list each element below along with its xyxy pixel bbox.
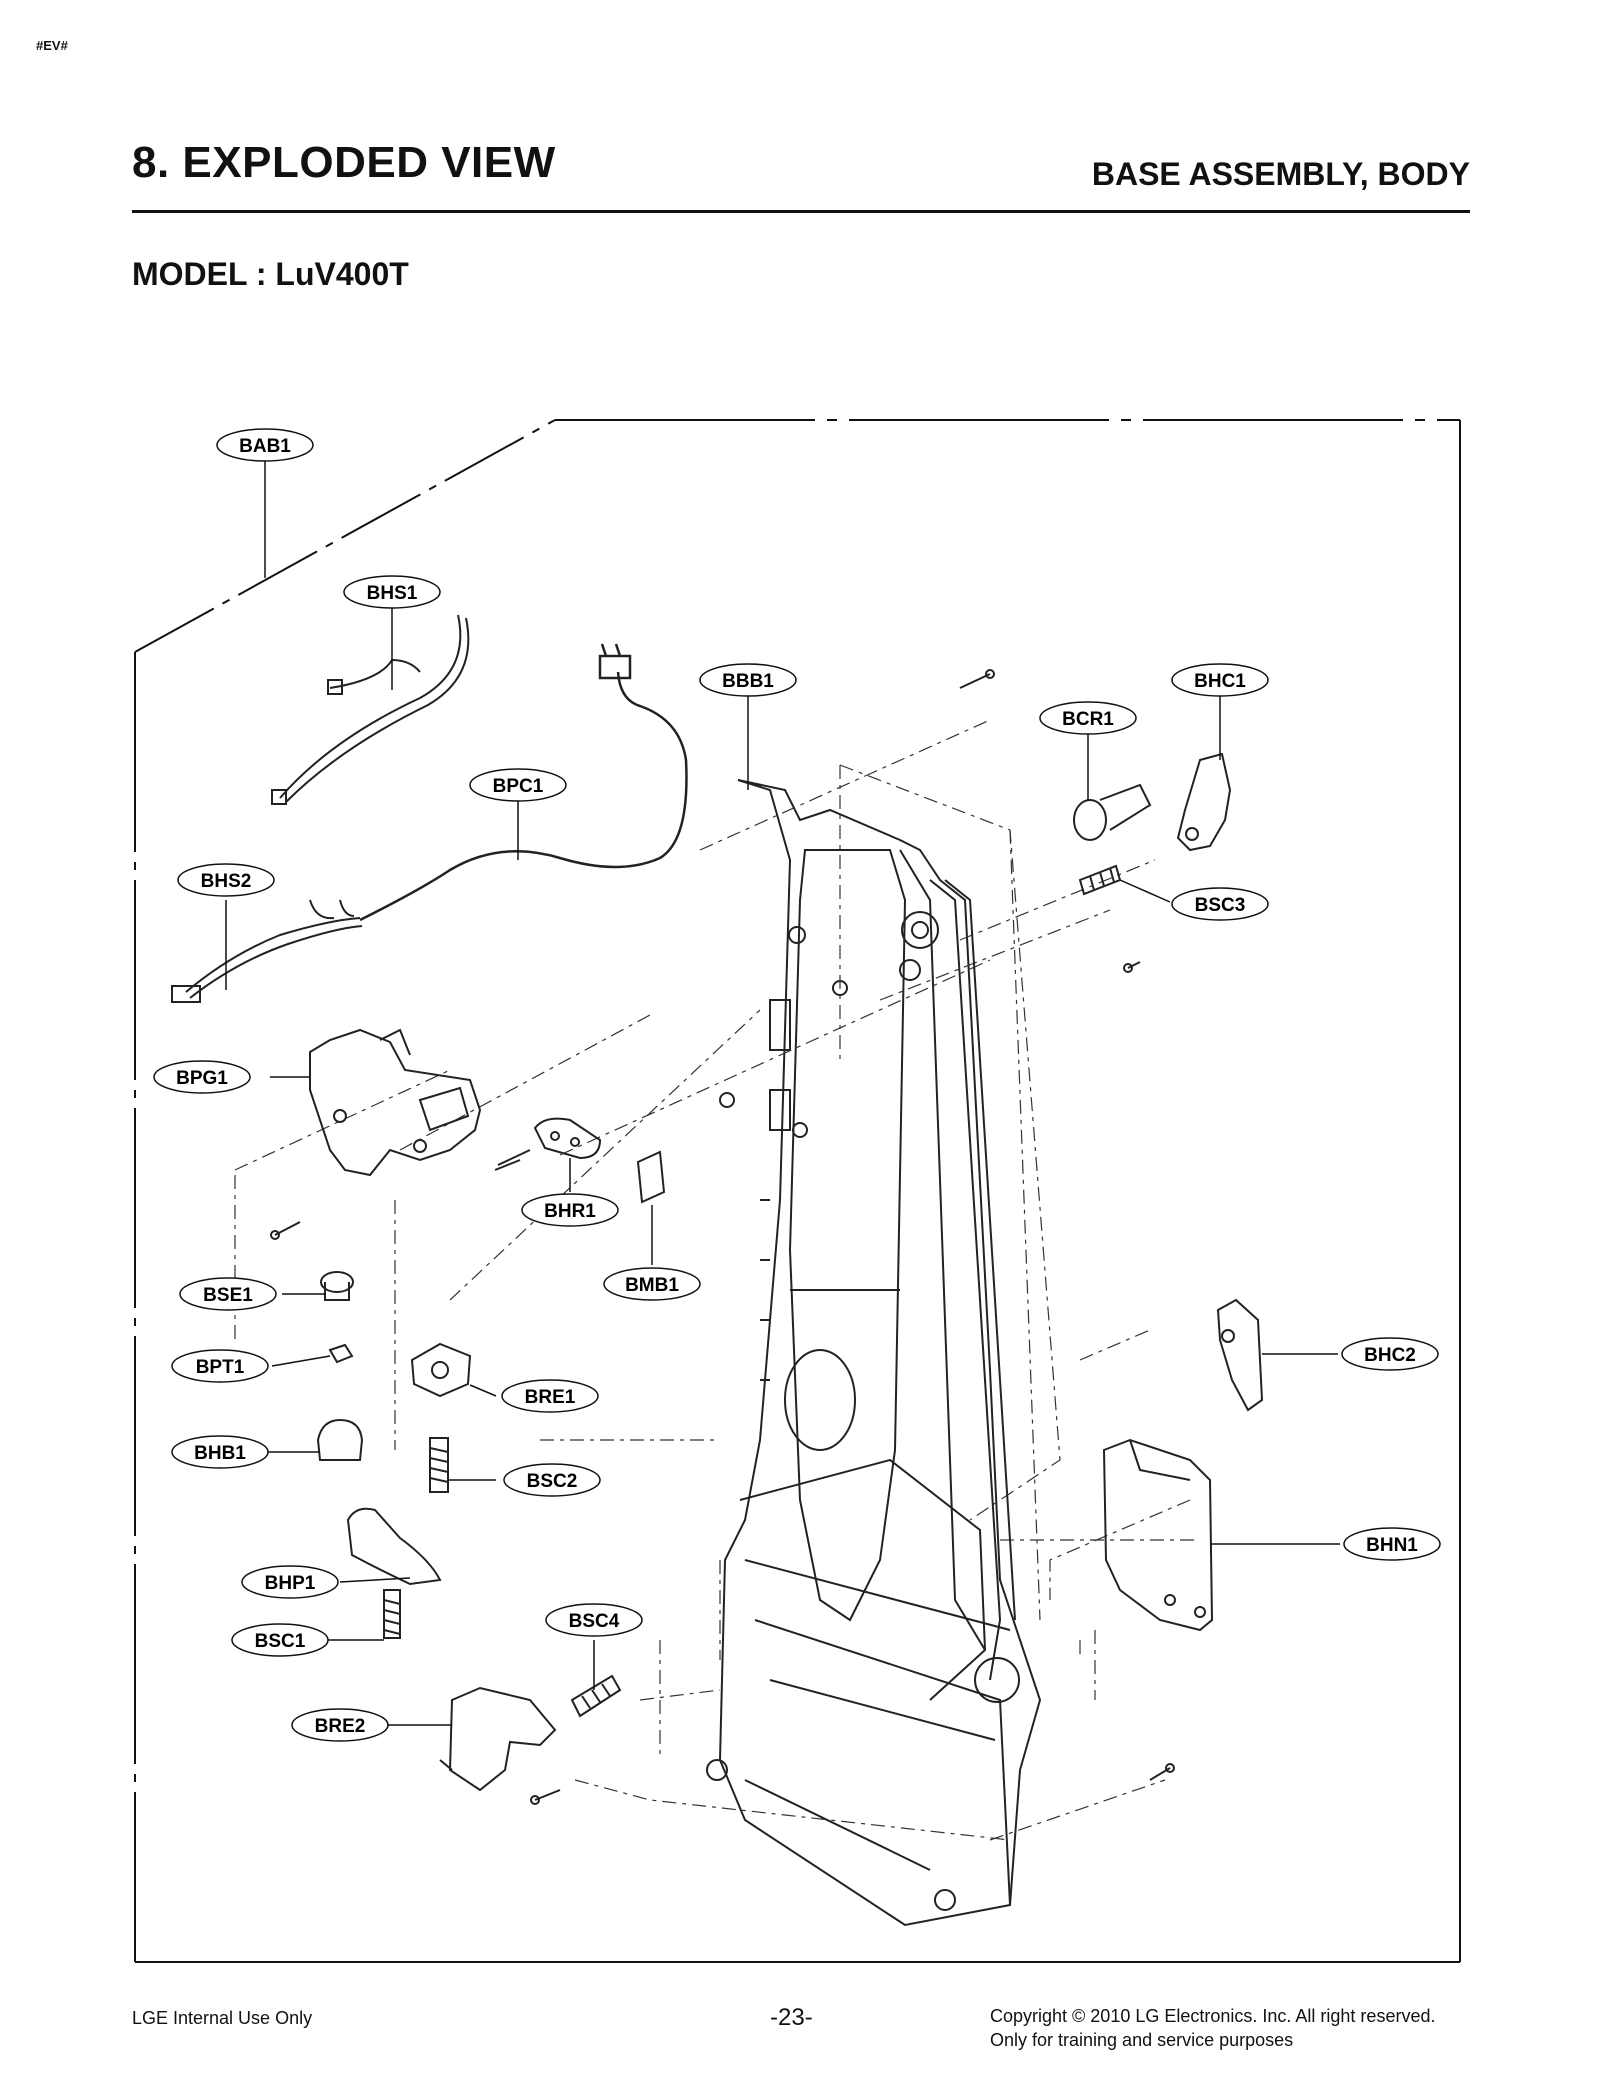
part-bre2 (439, 1686, 557, 1792)
part-bse1 (320, 1271, 354, 1301)
callout-bre2-text: BRE2 (315, 1716, 366, 1737)
callout-bhc1-text: BHC1 (1194, 671, 1246, 692)
part-bhn1 (1102, 1438, 1214, 1632)
callout-bmb1: BMB1 (603, 1267, 701, 1301)
harness-bhs1 (271, 614, 470, 805)
callout-bhc1: BHC1 (1171, 663, 1269, 697)
callout-bhs2: BHS2 (177, 863, 275, 897)
power-cord-bpc1 (359, 643, 688, 922)
callout-bpg1-text: BPG1 (176, 1068, 228, 1089)
part-bmb1 (636, 1150, 666, 1204)
part-bre1 (410, 1342, 472, 1398)
part-bhp1 (346, 1507, 442, 1586)
callout-bhs1: BHS1 (343, 575, 441, 609)
callout-bmb1-text: BMB1 (625, 1275, 679, 1296)
callout-bsc4-text: BSC4 (569, 1611, 620, 1632)
document-tag: #EV# (36, 38, 68, 53)
callout-bhc2: BHC2 (1341, 1337, 1439, 1371)
harness-bhs2 (171, 899, 363, 1003)
footer-page-number: -23- (770, 2004, 813, 2031)
callout-bhc2-text: BHC2 (1364, 1345, 1416, 1366)
callout-bcr1-text: BCR1 (1062, 709, 1114, 730)
section-subtitle: BASE ASSEMBLY, BODY (1091, 156, 1470, 192)
callout-bab1: BAB1 (216, 428, 314, 462)
callout-bsc2-text: BSC2 (527, 1471, 578, 1492)
part-bsc1 (383, 1589, 401, 1639)
callout-bcr1: BCR1 (1039, 701, 1137, 735)
part-bpg1 (309, 1028, 482, 1177)
part-bhr1 (497, 1117, 602, 1166)
footer-purpose-line: Only for training and service purposes (990, 2030, 1294, 2050)
part-bhb1 (316, 1418, 364, 1461)
callout-bpc1: BPC1 (469, 768, 567, 802)
part-bsc2 (429, 1437, 449, 1493)
callout-bhb1-text: BHB1 (194, 1443, 246, 1464)
callout-bhp1: BHP1 (241, 1565, 339, 1599)
part-bhc1 (1176, 752, 1232, 852)
part-bpt1 (328, 1343, 354, 1364)
footer-internal-use: LGE Internal Use Only (132, 2008, 313, 2028)
callout-bab1-text: BAB1 (239, 436, 291, 457)
callout-bhr1: BHR1 (521, 1193, 619, 1227)
callout-bsc1: BSC1 (231, 1623, 329, 1657)
footer-copyright: Copyright © 2010 LG Electronics. Inc. Al… (990, 2004, 1435, 2052)
callout-bpt1-text: BPT1 (196, 1357, 245, 1378)
part-bsc4 (570, 1674, 622, 1718)
body-side-rail (929, 879, 1016, 1681)
callout-bpc1-text: BPC1 (493, 776, 544, 797)
callout-bhr1-text: BHR1 (544, 1201, 596, 1222)
screws (270, 669, 1175, 1805)
callout-bre1-text: BRE1 (525, 1387, 576, 1408)
diagram-frame (134, 419, 1461, 1963)
part-bhc2 (1216, 1298, 1264, 1412)
callout-bsc3-text: BSC3 (1195, 895, 1246, 916)
callout-bsc4: BSC4 (545, 1603, 643, 1637)
callout-bhn1-text: BHN1 (1366, 1535, 1418, 1556)
model-heading: MODEL : LuV400T (132, 256, 409, 292)
callout-bbb1-text: BBB1 (722, 671, 774, 692)
callout-bsc1-text: BSC1 (255, 1631, 306, 1652)
callout-bre1: BRE1 (501, 1379, 599, 1413)
footer-copyright-line: Copyright © 2010 LG Electronics. Inc. Al… (990, 2006, 1436, 2026)
part-bsc3 (1078, 864, 1122, 896)
callout-bre2: BRE2 (291, 1708, 389, 1742)
callout-bsc2: BSC2 (503, 1463, 601, 1497)
callout-bhs1-text: BHS1 (367, 583, 418, 604)
header-rule (132, 210, 1470, 213)
callout-bsc3: BSC3 (1171, 887, 1269, 921)
callout-bhp1-text: BHP1 (265, 1573, 316, 1594)
callout-bhs2-text: BHS2 (201, 871, 252, 892)
leader-lines (225, 458, 1340, 1726)
part-bcr1 (1073, 783, 1152, 841)
callout-bhb1: BHB1 (171, 1435, 269, 1469)
callout-bse1-text: BSE1 (203, 1285, 253, 1306)
callout-bbb1: BBB1 (699, 663, 797, 697)
assembly-guide-lines (234, 719, 1200, 1841)
callout-bse1: BSE1 (179, 1277, 277, 1311)
page-title: 8. EXPLODED VIEW (132, 138, 556, 187)
callout-bhn1: BHN1 (1343, 1527, 1441, 1561)
callout-bpt1: BPT1 (171, 1349, 269, 1383)
body-housing (706, 779, 1042, 1927)
callout-bpg1: BPG1 (153, 1060, 251, 1094)
